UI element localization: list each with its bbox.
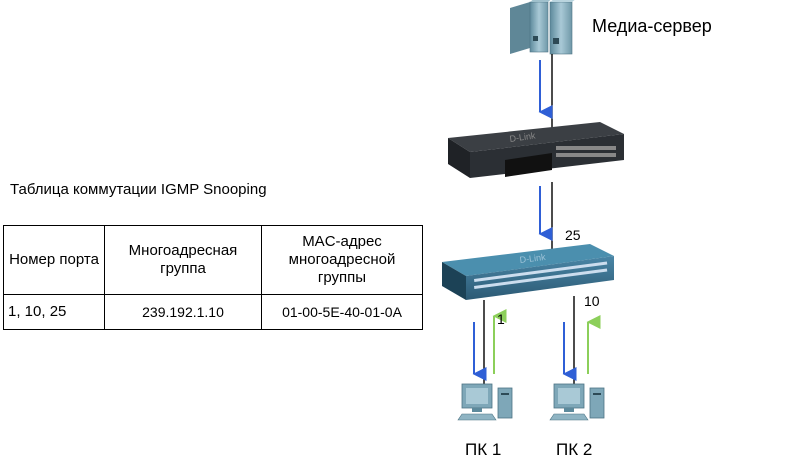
pc2-label: ПК 2 bbox=[556, 440, 593, 459]
server-label: Медиа-сервер bbox=[592, 16, 712, 36]
cell-ports: 1, 10, 25 bbox=[3, 294, 105, 330]
table-row: 1, 10, 25 239.192.1.10 01-00-5E-40-01-0A bbox=[3, 294, 423, 330]
svg-text:D-Link: D-Link bbox=[509, 130, 537, 144]
port-label-pc2: 10 bbox=[584, 293, 600, 309]
cell-mac: 01-00-5E-40-01-0A bbox=[261, 294, 423, 330]
uplink-port-label: 25 bbox=[565, 227, 581, 243]
header-port: Номер порта bbox=[3, 225, 105, 295]
header-mac: MAC-адрес многоадресной группы bbox=[261, 225, 423, 295]
downstream-arrows bbox=[472, 60, 577, 381]
switching-table: Номер порта Многоадресная группа MAC-адр… bbox=[3, 225, 423, 330]
upstream-arrows bbox=[492, 309, 601, 374]
switch-icon: D-Link bbox=[442, 244, 614, 300]
svg-text:D-Link: D-Link bbox=[519, 252, 547, 265]
links bbox=[483, 54, 575, 386]
server-icon bbox=[510, 0, 575, 55]
pc1-label: ПК 1 bbox=[465, 440, 502, 459]
pc-icon bbox=[457, 383, 513, 421]
header-group: Многоадресная группа bbox=[104, 225, 262, 295]
table-title: Таблица коммутации IGMP Snooping bbox=[10, 181, 267, 198]
cell-group: 239.192.1.10 bbox=[104, 294, 262, 330]
table-header-row: Номер порта Многоадресная группа MAC-адр… bbox=[3, 225, 423, 295]
pc-icon bbox=[549, 383, 605, 421]
switch-icon: D-Link bbox=[448, 122, 624, 178]
port-label-pc1: 1 bbox=[497, 311, 505, 327]
